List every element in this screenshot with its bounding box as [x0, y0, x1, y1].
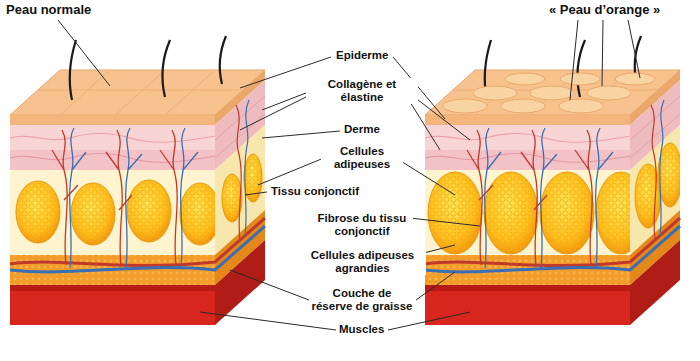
part-label: Peau normale — [5, 3, 92, 18]
part-label: Tissu conjonctif — [270, 185, 360, 198]
part-label: Cellules adipeuses agrandies — [299, 249, 426, 275]
blood-vessels — [10, 100, 265, 272]
leader-lines — [58, 20, 640, 330]
part-label: Epiderme — [335, 49, 389, 62]
orange-peel-bumps — [559, 99, 603, 113]
blood-vessels — [425, 100, 680, 272]
fat-cells — [16, 181, 60, 243]
orange-peel-bumps — [530, 86, 574, 100]
enlarged-fat-cells-side — [635, 164, 661, 228]
orange-peel-bumps — [560, 73, 600, 85]
cellulite-skin-block — [425, 36, 682, 325]
normal-skin-block — [10, 36, 265, 325]
fat-cells-side — [222, 154, 262, 222]
fat-cells — [16, 180, 215, 245]
fat-cells — [127, 180, 171, 242]
fat-cells — [127, 180, 171, 242]
orange-peel-bumps — [473, 86, 517, 100]
skin-layers — [425, 36, 680, 325]
enlarged-fat-cells — [484, 172, 538, 254]
orange-peel-bumps — [615, 73, 655, 85]
enlarged-fat-cells — [540, 172, 594, 254]
skin-layers — [10, 36, 265, 325]
leader-lines — [262, 131, 340, 138]
fat-cells — [71, 183, 115, 245]
enlarged-fat-cells — [596, 172, 630, 254]
enlarged-fat-cells-side — [658, 143, 682, 207]
part-label: « Peau d’orange » — [548, 3, 661, 18]
leader-lines — [245, 192, 267, 195]
enlarged-fat-cells — [484, 172, 538, 254]
enlarged-fat-cells-side — [635, 143, 682, 228]
part-label: Couche de réserve de graisse — [310, 287, 414, 313]
orange-peel-bumps — [587, 86, 631, 100]
leader-lines — [410, 218, 480, 226]
fat-cells — [71, 183, 115, 245]
fat-cells — [180, 183, 215, 245]
orange-peel-bumps — [443, 99, 487, 113]
leader-lines — [58, 20, 110, 86]
enlarged-fat-cells — [428, 172, 482, 254]
part-label: Fibrose du tissu conjonctif — [311, 212, 413, 238]
orange-peel-bumps — [505, 73, 545, 85]
enlarged-fat-cells-side — [658, 143, 682, 207]
enlarged-fat-cells — [428, 172, 482, 254]
part-label: Muscles — [338, 323, 385, 336]
fat-cells — [180, 183, 215, 245]
orange-peel-bumps — [443, 73, 655, 113]
fat-cells — [16, 181, 60, 243]
leader-lines — [200, 312, 470, 330]
enlarged-fat-cells — [596, 172, 630, 254]
enlarged-fat-cells — [540, 172, 594, 254]
enlarged-fat-cells-side — [635, 164, 661, 228]
orange-peel-bumps — [501, 99, 545, 113]
enlarged-fat-cells — [428, 172, 630, 254]
part-label: Collagène et élastine — [306, 78, 418, 104]
part-label: Cellules adipeuses — [321, 145, 403, 171]
leader-lines — [570, 20, 640, 100]
part-label: Derme — [343, 123, 381, 136]
